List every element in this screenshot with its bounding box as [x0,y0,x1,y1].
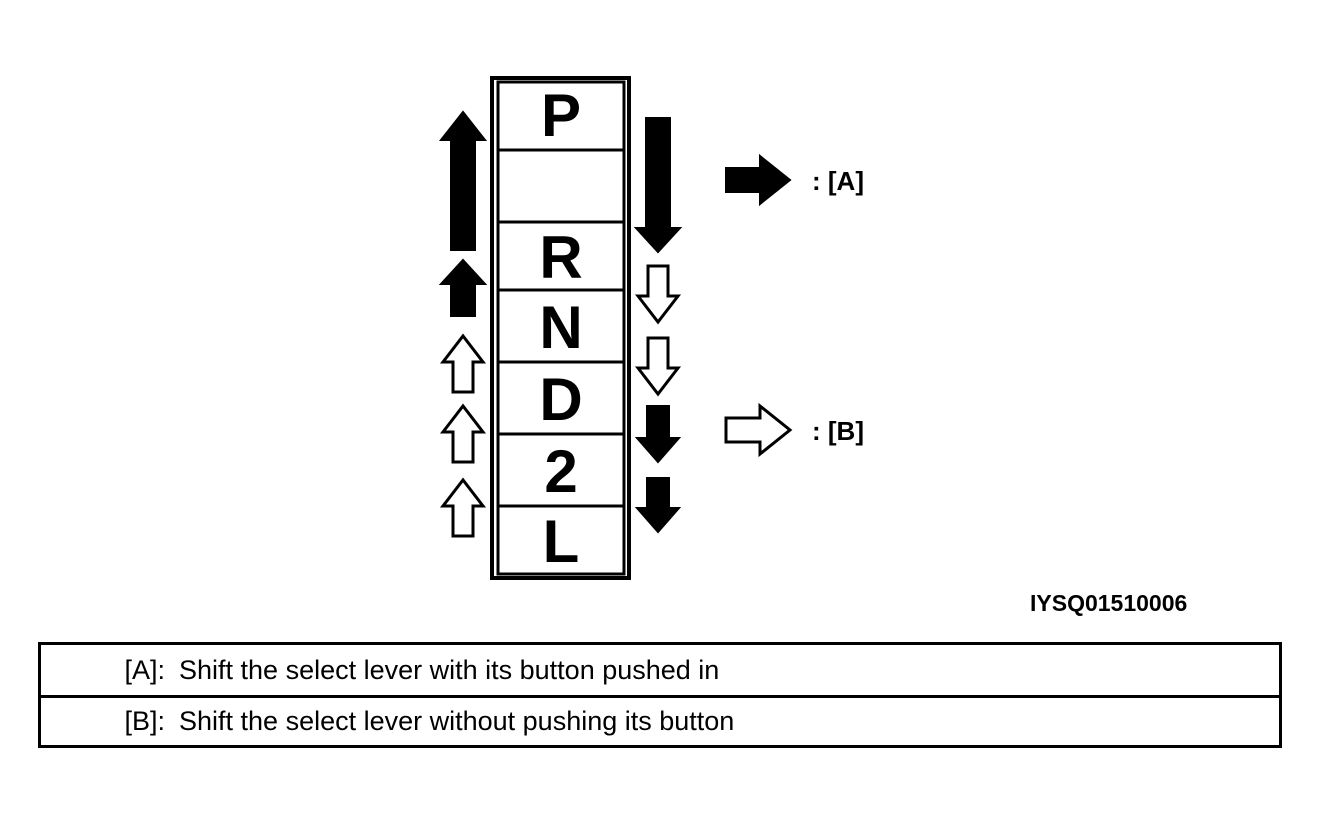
solid-down-arrow-icon [633,117,683,254]
legend-solid-right-arrow-icon [725,153,792,207]
solid-up-arrow-icon [438,258,488,317]
gear-label-d: D [539,366,582,433]
legend-outline-right-arrow-icon [724,402,793,458]
shift-pattern-diagram: P R N D 2 L : [A] : [B] [438,76,864,580]
outline-up-arrow-icon [439,333,487,394]
outline-down-arrow-icon [634,264,682,325]
legend-table: [A]: Shift the select lever with its but… [38,642,1282,748]
gear-label-2: 2 [544,438,577,505]
gear-cell-l: L [496,504,626,576]
gear-label-l: L [543,508,580,575]
legend-row-a: [A]: Shift the select lever with its but… [41,645,1279,695]
legend-desc-b: Shift the select lever without pushing i… [179,706,735,736]
legend-row-b: [B]: Shift the select lever without push… [41,695,1279,745]
gear-cell-d: D [496,360,626,436]
outline-down-arrow-icon [634,336,682,397]
legend-marker-a: : [A] [812,166,864,196]
gear-label-n: N [539,294,582,361]
legend-key-a: [A]: [124,654,165,685]
solid-down-arrow-icon [634,477,682,534]
solid-up-arrow-icon [438,110,488,251]
gear-cell-blank [496,148,626,224]
solid-down-arrow-icon [634,405,682,464]
gear-cell-r: R [496,220,626,292]
legend-key-b: [B]: [124,706,165,736]
legend-desc-a: Shift the select lever with its button p… [179,654,720,685]
gear-cell-2: 2 [496,432,626,508]
legend-marker-b: : [B] [812,416,864,446]
figure-id: IYSQ01510006 [1030,590,1188,616]
gear-cell-n: N [496,288,626,364]
gear-label-p: P [541,82,581,149]
outline-up-arrow-icon [439,477,487,538]
gear-label-r: R [539,224,582,291]
gear-cell-p: P [496,80,626,152]
outline-up-arrow-icon [439,403,487,464]
